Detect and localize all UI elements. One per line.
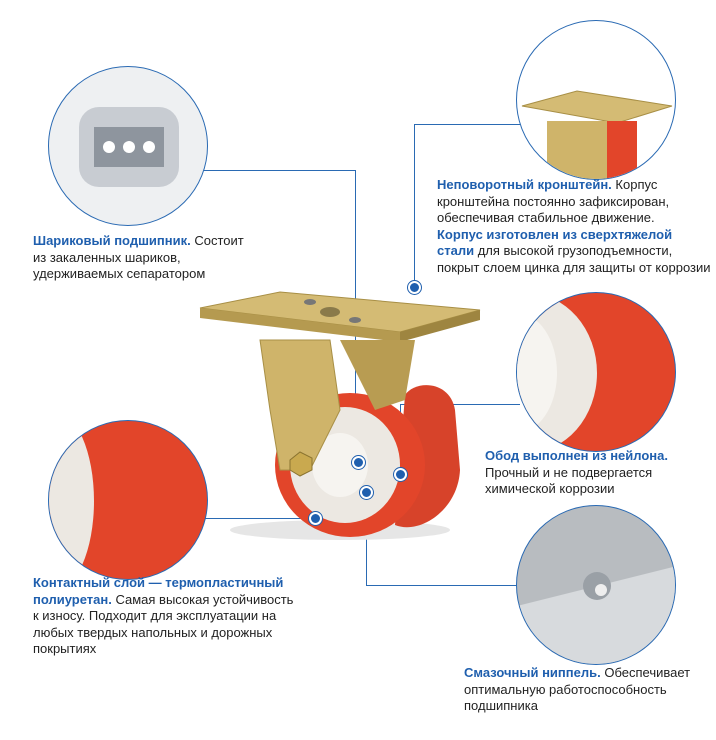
callout-text: Состоит из закаленных шариков, удерживае… [33,233,244,281]
callout-text: Самая высокая устойчивость к износу. Под… [33,591,294,657]
caster-wheel-image [199,291,481,540]
callout-bracket: Неповоротный кронштейн. Корпус кронштейн… [437,177,712,276]
callout-nipple: Смазочный ниппель. Обеспечивает оптималь… [464,665,694,715]
connector-line [200,518,315,519]
tread-detail-image [48,420,208,580]
connector-line [366,585,520,586]
callout-title: Шариковый подшипник. [33,233,191,248]
callout-text: Обеспечивает оптимальную работоспособнос… [464,665,691,713]
callout-title: Корпус изготовлен из сверхтяжелой стали [437,226,673,259]
callout-rim: Обод выполнен из нейлона. Прочный и не п… [485,448,685,498]
connector-line [414,124,520,125]
callout-dot-bearing [352,456,365,469]
callout-title: Обод выполнен из нейлона. [485,448,669,463]
connector-line [200,170,356,171]
callout-dot-bracket [408,281,421,294]
bracket-detail-image [516,20,676,180]
callout-tread: Контактный слой — термопластичный полиур… [33,575,298,658]
callout-title: Контактный слой — термопластичный полиур… [33,575,284,607]
callout-title: Неповоротный кронштейн. [437,177,612,192]
callout-text: Корпус кронштейна постоянно зафиксирован… [437,177,670,225]
callout-title: Смазочный ниппель. [464,665,601,680]
connector-line [400,404,520,405]
callout-dot-rim [394,468,407,481]
callout-bearing: Шариковый подшипник. Состоит из закаленн… [33,233,253,283]
connector-line [414,124,415,286]
callout-dot-tread [309,512,322,525]
callout-dot-nipple [360,486,373,499]
callout-text: Прочный и не подвергается химической кор… [485,464,653,497]
grease-nipple-detail-image [516,505,676,665]
callout-text: для высокой грузоподъемности, покрыт сло… [437,243,711,275]
bearing-detail-image [48,66,208,226]
rim-detail-image [516,292,676,452]
